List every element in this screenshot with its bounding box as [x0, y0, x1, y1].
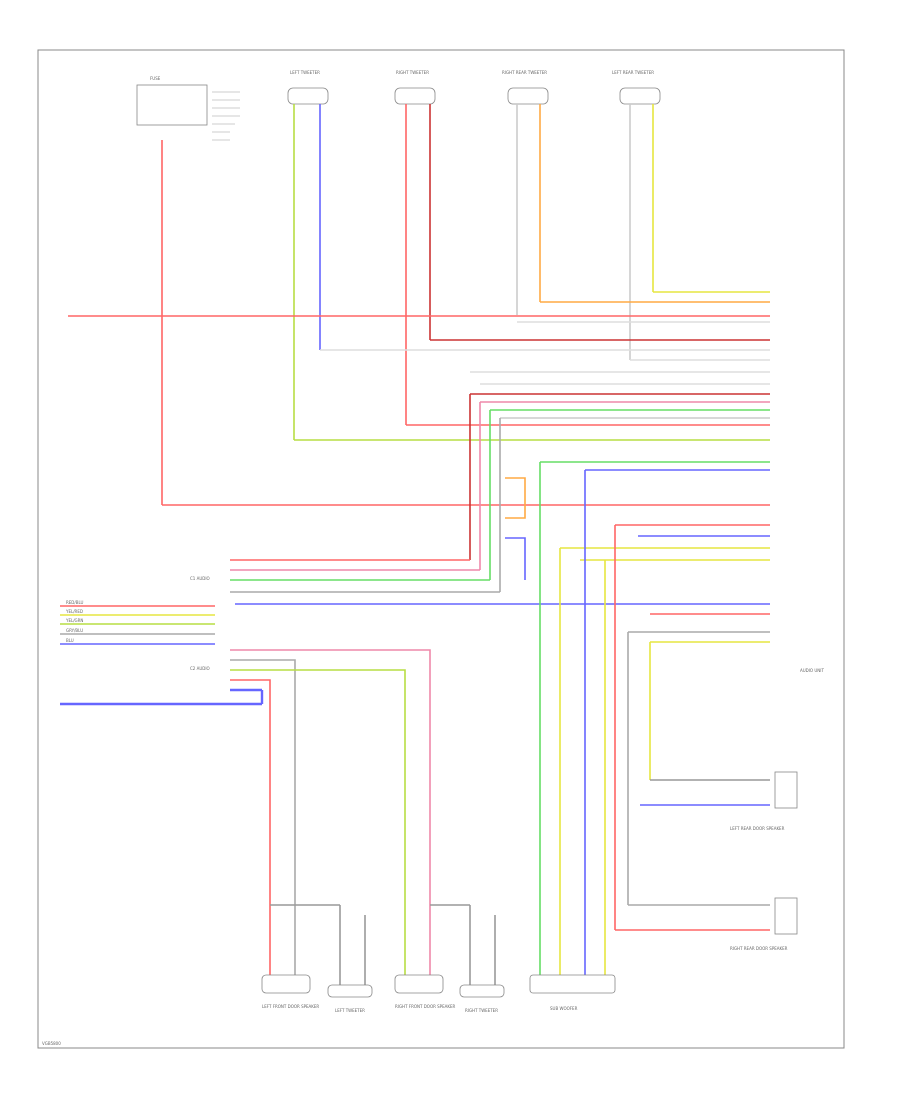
- top-vertical-wires: [161, 104, 654, 505]
- svg-text:LEFT FRONT DOOR SPEAKER: LEFT FRONT DOOR SPEAKER: [262, 1004, 319, 1009]
- svg-text:YEL/GRN: YEL/GRN: [65, 618, 83, 623]
- speaker-wires: [230, 462, 770, 985]
- svg-text:RIGHT TWEETER: RIGHT TWEETER: [465, 1008, 498, 1013]
- svg-text:RIGHT TWEETER: RIGHT TWEETER: [396, 70, 429, 75]
- right-rear-tweeter-top: RIGHT REAR TWEETER: [502, 70, 549, 105]
- connector-c1-label: C1 AUDIO: [190, 576, 210, 581]
- right-tweeter-bottom: RIGHT TWEETER: [459, 984, 505, 1013]
- audio-unit-label: AUDIO UNIT: [800, 668, 824, 673]
- left-tweeter-bottom: LEFT TWEETER: [327, 984, 373, 1013]
- svg-text:LEFT REAR TWEETER: LEFT REAR TWEETER: [612, 70, 654, 75]
- svg-text:SUB WOOFER: SUB WOOFER: [550, 1006, 578, 1011]
- svg-text:RIGHT REAR DOOR SPEAKER: RIGHT REAR DOOR SPEAKER: [730, 946, 788, 951]
- svg-text:RIGHT REAR TWEETER: RIGHT REAR TWEETER: [502, 70, 547, 75]
- svg-text:BLU: BLU: [66, 638, 74, 643]
- svg-text:RIGHT FRONT DOOR SPEAKER: RIGHT FRONT DOOR SPEAKER: [395, 1004, 456, 1009]
- connector-c2-label: C2 AUDIO: [190, 666, 210, 671]
- sub-woofer: SUB WOOFER: [529, 974, 616, 1011]
- left-input-wires: [60, 605, 264, 706]
- center-bundle: [230, 394, 526, 593]
- right-rear-door-speaker: RIGHT REAR DOOR SPEAKER: [730, 897, 798, 951]
- svg-text:LEFT TWEETER: LEFT TWEETER: [335, 1008, 365, 1013]
- right-tweeter-top: RIGHT TWEETER: [394, 70, 436, 105]
- left-rear-tweeter-top: LEFT REAR TWEETER: [612, 70, 661, 105]
- svg-text:GRY/BLU: GRY/BLU: [66, 628, 83, 633]
- svg-text:LEFT TWEETER: LEFT TWEETER: [290, 70, 320, 75]
- footer-code: VGB5800: [42, 1041, 61, 1046]
- svg-text:LEFT REAR DOOR SPEAKER: LEFT REAR DOOR SPEAKER: [730, 826, 785, 831]
- svg-text:YEL/RED: YEL/RED: [65, 609, 83, 614]
- fuse-box: FUSE: [136, 76, 240, 141]
- pin-labels: RED/BLU YEL/RED YEL/GRN GRY/BLU BLU: [65, 600, 84, 643]
- harness-wires: [68, 291, 770, 643]
- fuse-label: FUSE: [150, 76, 161, 81]
- right-front-door-speaker: RIGHT FRONT DOOR SPEAKER: [394, 974, 456, 1009]
- left-tweeter-top: LEFT TWEETER: [287, 70, 329, 105]
- diagram-frame: [37, 49, 845, 1049]
- left-rear-door-speaker: LEFT REAR DOOR SPEAKER: [730, 771, 798, 831]
- left-front-door-speaker: LEFT FRONT DOOR SPEAKER: [261, 974, 319, 1009]
- svg-text:RED/BLU: RED/BLU: [66, 600, 84, 605]
